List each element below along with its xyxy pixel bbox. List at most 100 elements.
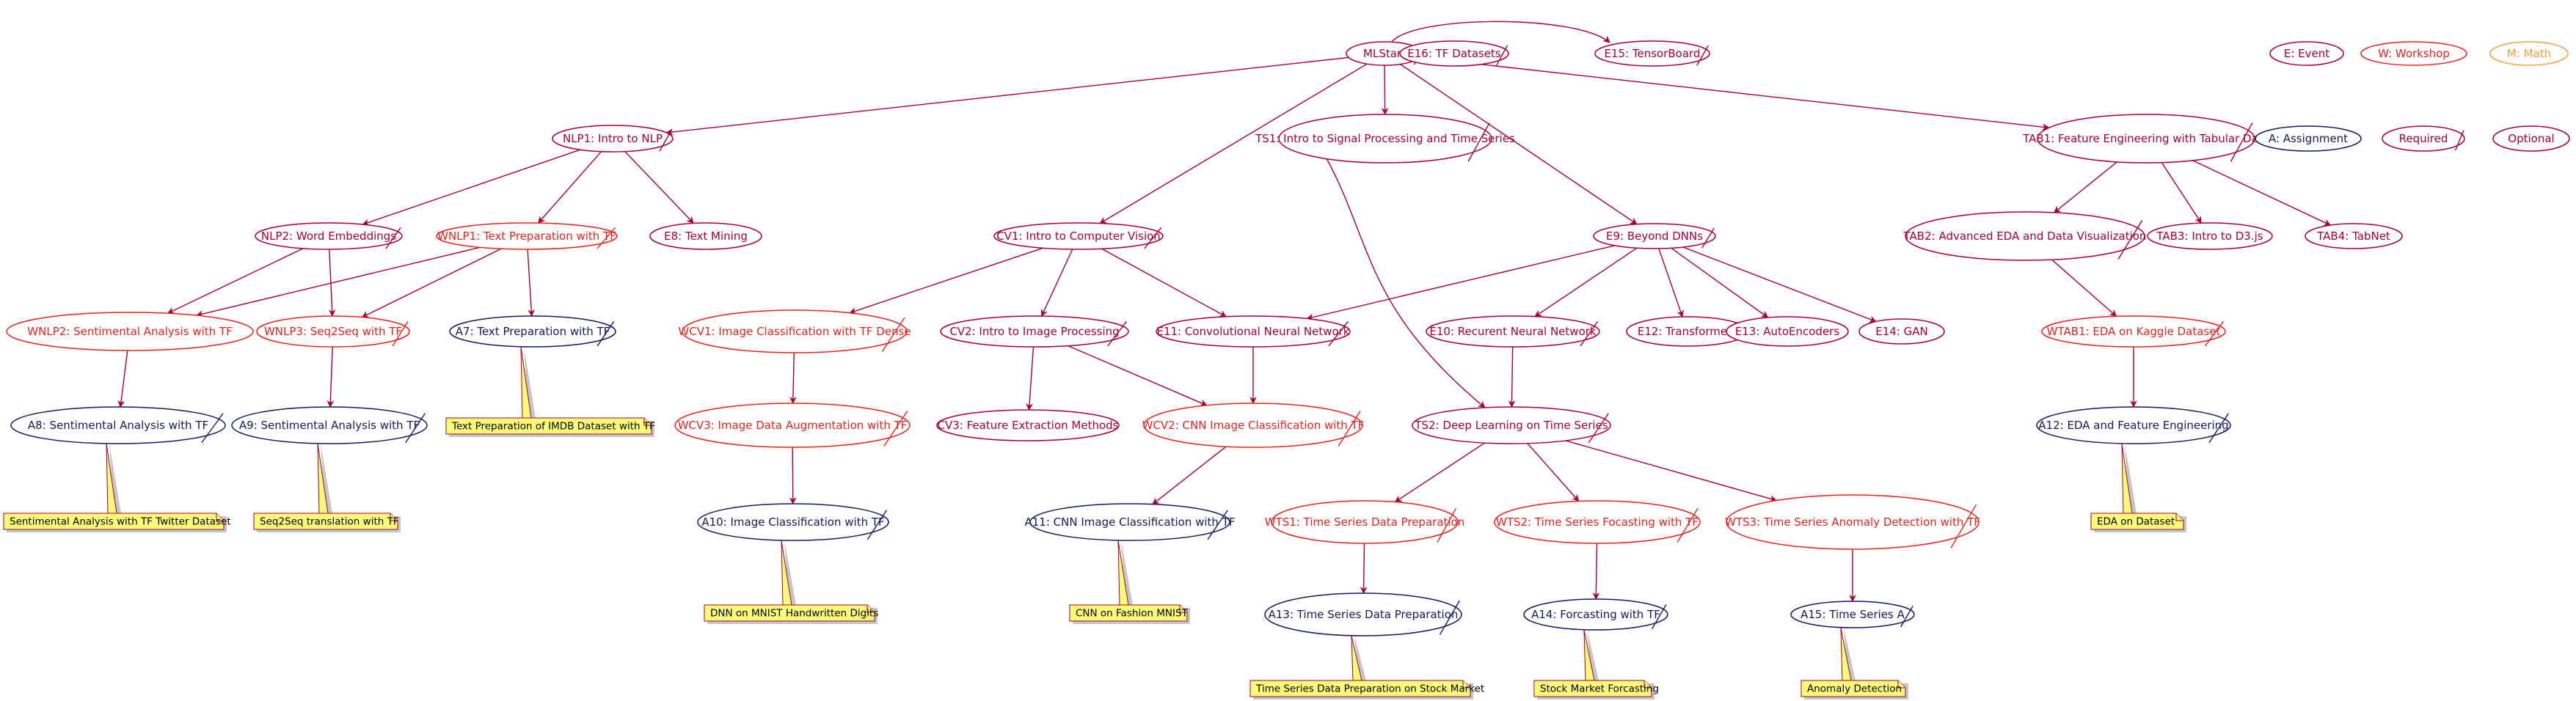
node-e9-label: E9: Beyond DNNs <box>1606 230 1703 243</box>
note-text: Sentimental Analysis with TF Twitter Dat… <box>10 516 231 528</box>
edge-wnlp2-to-a8 <box>117 350 128 408</box>
node-a14[interactable]: A14: Forcasting with TF <box>1523 598 1668 631</box>
node-wnlp2-label: WNLP2: Sentimental Analysis with TF <box>27 325 232 338</box>
node-a9[interactable]: A9: Sentimental Analysis with TF <box>231 406 428 444</box>
node-e14[interactable]: E14: GAN <box>1858 318 1945 345</box>
node-a12[interactable]: A12: EDA and Feature Engineering <box>2036 406 2231 444</box>
node-ts1-label: TS1: Intro to Signal Processing and Time… <box>1255 132 1515 145</box>
node-wcv1-label: WCV1: Image Classification with TF Dense <box>678 325 911 338</box>
node-cv2-required-mark <box>1107 320 1127 347</box>
node-nlp2[interactable]: NLP2: Word Embeddings <box>255 222 403 250</box>
node-wcv2-shape <box>1143 403 1363 448</box>
note-fold <box>643 418 652 426</box>
node-cv1[interactable]: CV1: Intro to Computer Vision <box>993 222 1164 250</box>
node-a10-required-mark <box>866 510 887 540</box>
node-a13-required-mark <box>1439 600 1460 635</box>
node-tab2-required-mark <box>2117 220 2143 260</box>
edge-ts2-to-wts2 <box>1527 443 1580 502</box>
legend-l2-shape <box>2360 41 2467 66</box>
node-tab4[interactable]: TAB4: TabNet <box>2305 223 2403 249</box>
node-wnlp3-required-mark <box>392 320 409 347</box>
node-wcv2[interactable]: WCV2: CNN Image Classification with TF <box>1142 403 1365 448</box>
node-e10[interactable]: E10: Recurent Neural Network <box>1426 315 1600 348</box>
note-fold <box>216 513 224 521</box>
edge-e9-to-e13 <box>1671 247 1769 318</box>
node-a13[interactable]: A13: Time Series Data Preparation <box>1264 592 1462 636</box>
node-e8-shape <box>649 222 762 250</box>
node-a15-label: A15: Time Series A <box>1800 608 1905 621</box>
note-text: DNN on MNIST Handwritten Digits <box>710 608 878 620</box>
node-a13-shape <box>1264 592 1462 636</box>
note-fold <box>1897 680 1905 689</box>
legend-l1-shape <box>2269 41 2344 66</box>
node-wts1[interactable]: WTS1: Time Series Data Preparation <box>1265 500 1465 544</box>
node-e11[interactable]: E11: Convolutional Neural Network <box>1156 315 1351 348</box>
node-e14-label: E14: GAN <box>1875 325 1928 338</box>
node-wts3-required-mark <box>1950 504 1977 548</box>
node-ts1[interactable]: TS1: Intro to Signal Processing and Time… <box>1255 114 1515 164</box>
note-connector-shadow <box>109 444 121 513</box>
note-box <box>2090 513 2184 530</box>
node-tab1[interactable]: TAB1: Feature Engineering with Tabular D… <box>2022 114 2269 164</box>
note-box <box>1800 680 1906 697</box>
node-e12[interactable]: E12: Transformers <box>1626 316 1749 347</box>
node-nlp1-shape <box>552 125 674 153</box>
node-e13[interactable]: E13: AutoEncoders <box>1726 316 1849 347</box>
node-wts2-required-mark <box>1676 507 1699 543</box>
edge-tab1-to-tab3 <box>2161 162 2202 224</box>
legend-l6: Optional <box>2492 125 2570 152</box>
node-wnlp3[interactable]: WNLP3: Seq2Seq with TF <box>256 315 410 348</box>
node-cv2[interactable]: CV2: Intro to Image Processing <box>940 315 1129 348</box>
node-e16-required-mark <box>1496 45 1508 66</box>
node-a8-label: A8: Sentimental Analysis with TF <box>28 419 208 432</box>
node-e16[interactable]: E16: TF Datasets <box>1399 40 1509 67</box>
node-a9-shape <box>231 406 428 444</box>
node-e8[interactable]: E8: Text Mining <box>649 222 762 250</box>
node-ts2[interactable]: TS2: Deep Learning on Time Series <box>1412 406 1611 444</box>
node-wnlp3-shape <box>256 315 410 348</box>
node-a12-label: A12: EDA and Feature Engineering <box>2038 419 2228 432</box>
node-wcv3[interactable]: WCV3: Image Data Augmentation with TF <box>674 403 911 448</box>
edge-wnlp1-to-wnlp3 <box>361 248 502 318</box>
node-a8[interactable]: A8: Sentimental Analysis with TF <box>10 406 226 444</box>
node-mlstart-label: MLStart <box>1363 47 1406 60</box>
node-cv3-label: CV3: Feature Extraction Methods <box>938 419 1119 432</box>
node-e15[interactable]: E15: TensorBoard <box>1594 40 1710 67</box>
node-tab2-label: TAB2: Advanced EDA and Data Visualizatio… <box>1903 230 2147 243</box>
node-a15[interactable]: A15: Time Series A <box>1790 601 1915 628</box>
node-tab3[interactable]: TAB3: Intro to D3.js <box>2147 222 2273 250</box>
node-wts2[interactable]: WTS2: Time Series Focasting with TF <box>1494 500 1701 544</box>
node-tab2[interactable]: TAB2: Advanced EDA and Data Visualizatio… <box>1903 211 2147 261</box>
node-a11[interactable]: A11: CNN Image Classification with TF <box>1025 503 1236 541</box>
edge-nlp1-to-e8 <box>624 151 694 224</box>
node-wcv2-required-mark <box>1338 411 1361 447</box>
note-fold <box>2175 513 2183 521</box>
node-a7[interactable]: A7: Text Preparation with TF <box>449 315 616 348</box>
node-cv3[interactable]: CV3: Feature Extraction Methods <box>936 409 1120 441</box>
note-fold <box>390 513 398 521</box>
node-e15-label: E15: TensorBoard <box>1605 47 1701 60</box>
node-wcv1[interactable]: WCV1: Image Classification with TF Dense <box>678 309 911 353</box>
node-a10[interactable]: A10: Image Classification with TF <box>697 503 889 541</box>
edge-ts2-to-wts1 <box>1394 442 1485 503</box>
node-mlstart[interactable]: MLStart <box>1346 41 1423 66</box>
note-fold <box>1462 680 1470 689</box>
node-wtab1-label: WTAB1: EDA on Kaggle Dataset <box>2047 325 2221 338</box>
node-wnlp1[interactable]: WNLP1: Text Preparation with TF <box>436 222 618 250</box>
node-wnlp1-required-mark <box>596 227 616 249</box>
notes-layer: Text Preparation of IMDB Dataset with TF… <box>3 346 2186 700</box>
edge-mlstart-to-ts1 <box>1381 65 1389 115</box>
node-e9[interactable]: E9: Beyond DNNs <box>1593 223 1716 249</box>
node-wnlp2[interactable]: WNLP2: Sentimental Analysis with TF <box>6 312 254 351</box>
edge-e9-to-e11 <box>1306 245 1615 321</box>
node-nlp1-required-mark <box>659 129 672 152</box>
node-nlp1[interactable]: NLP1: Intro to NLP <box>552 125 674 153</box>
node-wts3[interactable]: WTS3: Time Series Anomaly Detection with… <box>1725 494 1980 550</box>
edge-e9-to-e12 <box>1658 248 1684 318</box>
edge-cv1-to-wcv1 <box>849 247 1043 315</box>
node-wtab1[interactable]: WTAB1: EDA on Kaggle Dataset <box>2041 315 2226 348</box>
edge-nlp2-to-wnlp2 <box>167 248 304 314</box>
node-e15-shape <box>1594 40 1710 67</box>
